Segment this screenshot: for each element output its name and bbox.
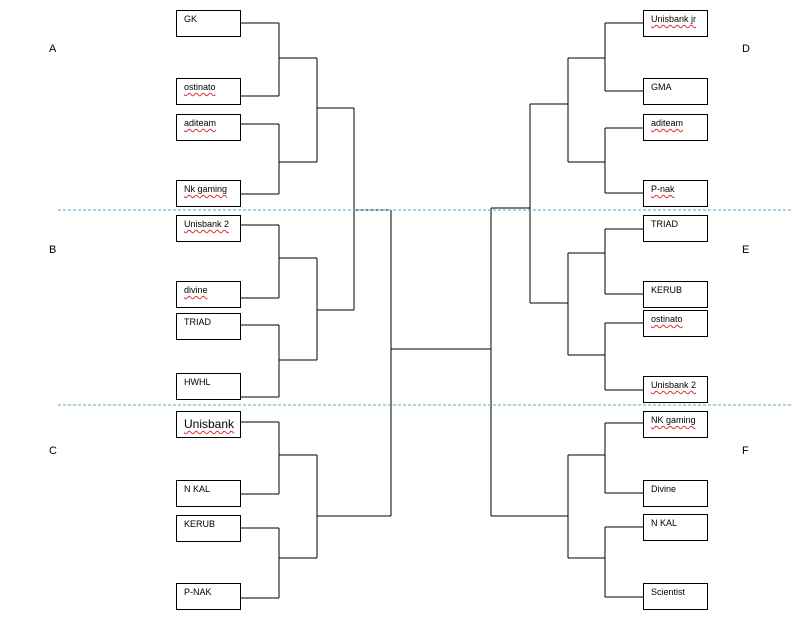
left-team-box: ostinato <box>176 78 241 105</box>
team-name: Scientist <box>651 587 686 597</box>
right-team-box: KERUB <box>643 281 708 308</box>
group-label-e: E <box>742 244 750 256</box>
team-name: Unisbank 2 <box>184 219 230 229</box>
right-team-box: Divine <box>643 480 708 507</box>
right-team-box: P-nak <box>643 180 708 207</box>
left-team-box: divine <box>176 281 241 308</box>
team-name: N KAL <box>184 484 211 494</box>
group-label-c: C <box>49 445 57 457</box>
right-team-box: ostinato <box>643 310 708 337</box>
team-name: aditeam <box>651 118 684 128</box>
right-team-box: GMA <box>643 78 708 105</box>
left-team-box: N KAL <box>176 480 241 507</box>
left-team-box: Unisbank <box>176 411 241 438</box>
left-team-box: KERUB <box>176 515 241 542</box>
team-name: KERUB <box>651 285 683 295</box>
team-name: P-nak <box>651 184 675 194</box>
team-name: NK gaming <box>651 415 696 425</box>
right-team-box: Scientist <box>643 583 708 610</box>
left-team-box: GK <box>176 10 241 37</box>
team-name: Nk gaming <box>184 184 228 194</box>
right-team-box: NK gaming <box>643 411 708 438</box>
left-team-box: HWHL <box>176 373 241 400</box>
team-name: TRIAD <box>184 317 211 327</box>
team-name: Unisbank jr <box>651 14 697 24</box>
group-label-a: A <box>49 43 57 55</box>
team-name: divine <box>184 285 208 295</box>
team-name: GK <box>184 14 198 24</box>
right-team-box: N KAL <box>643 514 708 541</box>
group-label-f: F <box>742 445 749 457</box>
team-name: ostinato <box>184 82 216 92</box>
right-team-box: Unisbank jr <box>643 10 708 37</box>
team-name: ostinato <box>651 314 683 324</box>
left-team-box: Nk gaming <box>176 180 241 207</box>
right-team-box: Unisbank 2 <box>643 376 708 403</box>
left-team-box: P-NAK <box>176 583 241 610</box>
team-name: TRIAD <box>651 219 678 229</box>
team-name: Divine <box>651 484 677 494</box>
team-name: Unisbank 2 <box>651 380 697 390</box>
team-name: P-NAK <box>184 587 212 597</box>
right-team-box: aditeam <box>643 114 708 141</box>
left-team-box: Unisbank 2 <box>176 215 241 242</box>
team-name: GMA <box>651 82 672 92</box>
team-name: Unisbank <box>184 417 235 431</box>
right-team-box: TRIAD <box>643 215 708 242</box>
team-name: KERUB <box>184 519 216 529</box>
left-team-box: aditeam <box>176 114 241 141</box>
team-name: N KAL <box>651 518 678 528</box>
team-name: aditeam <box>184 118 217 128</box>
group-label-b: B <box>49 244 57 256</box>
left-team-box: TRIAD <box>176 313 241 340</box>
team-name: HWHL <box>184 377 211 387</box>
group-label-d: D <box>742 43 750 55</box>
